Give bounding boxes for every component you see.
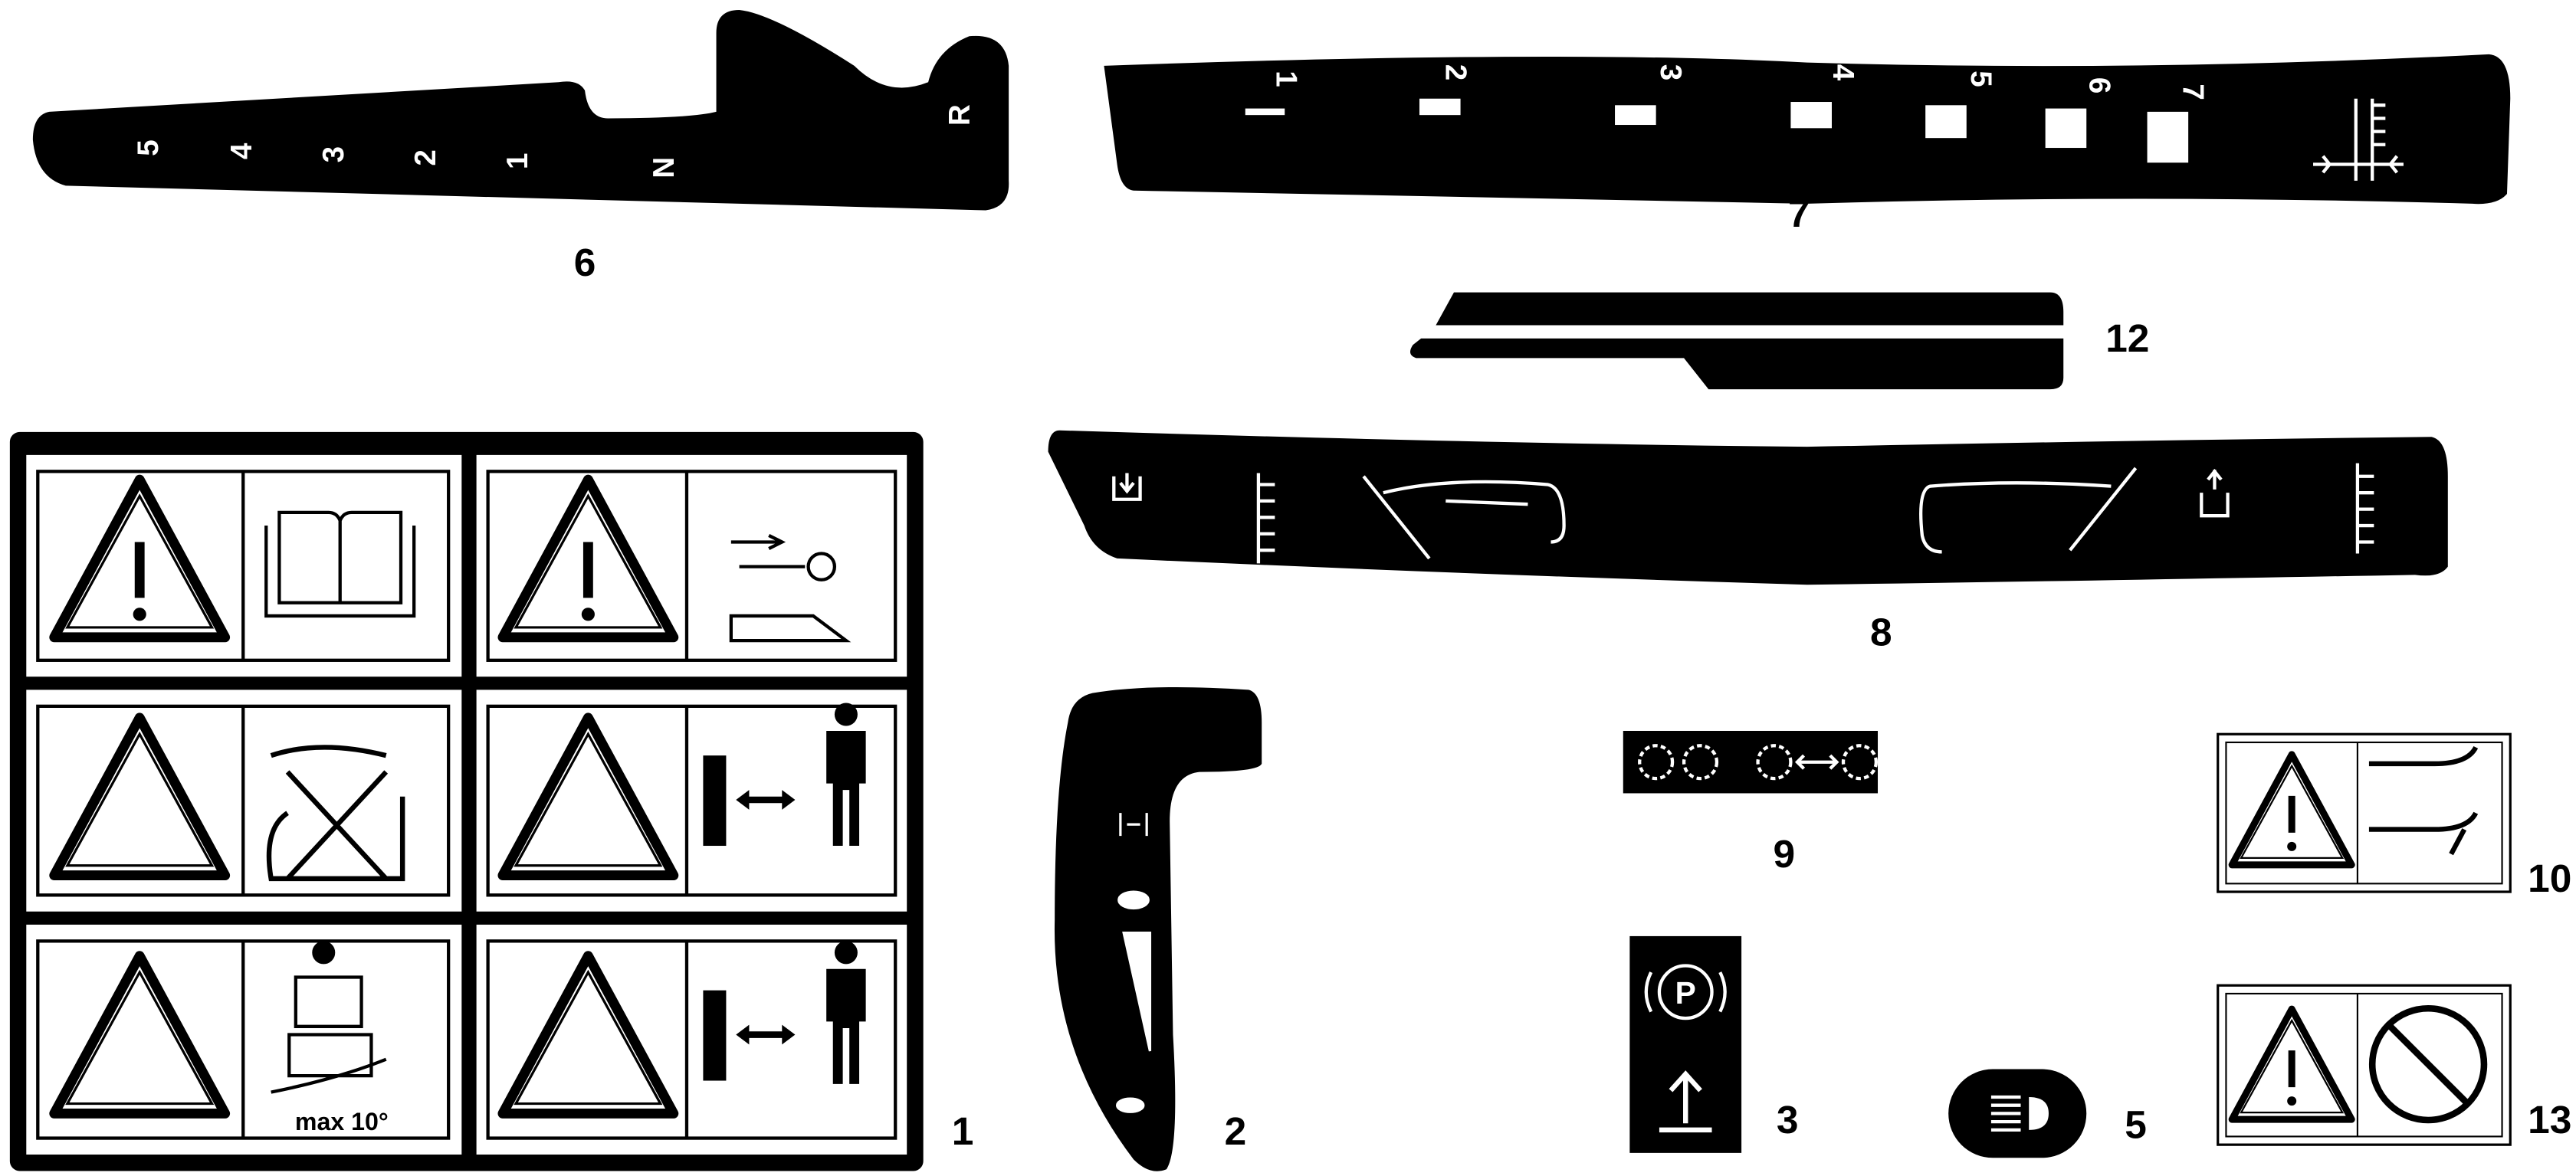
- parking-symbol: P: [1675, 975, 1696, 1011]
- foot-pinch-warning-decal: [2217, 732, 2512, 893]
- gear-label: N: [648, 157, 681, 179]
- choke-icon: [1119, 813, 1148, 837]
- arrow-up-icon: [1659, 1070, 1712, 1133]
- gear-label: R: [943, 104, 976, 126]
- warning-triangle-icon: [2232, 1009, 2351, 1119]
- slope-operator-icon: [271, 941, 387, 1094]
- callout-3: 3: [1777, 1097, 1799, 1142]
- gear-label: 5: [132, 139, 165, 156]
- gear-label: 2: [409, 149, 442, 165]
- pto-gear-decal: [1623, 730, 1879, 794]
- safety-warning-decal: max 10°: [9, 431, 924, 1171]
- speed-wedge: [1122, 932, 1152, 1052]
- height-scale-icon: [1256, 473, 1275, 564]
- cutting-height-icon: [2313, 98, 2404, 181]
- raise-deck-icon: [2200, 468, 2230, 518]
- prohibited-hand-icon: [2368, 1004, 2488, 1124]
- speed-label: 4: [1826, 64, 1859, 81]
- gear-labels: 5 4 3 2 1 N R: [132, 104, 976, 179]
- rabbit-fast-icon: [1117, 890, 1150, 910]
- lever-right-icon: [1919, 467, 2138, 554]
- throttle-decal: [1054, 686, 1262, 1171]
- height-scale-icon-right: [2355, 463, 2374, 554]
- manual-book-icon: [264, 510, 416, 618]
- callout-10: 10: [2528, 856, 2571, 900]
- callout-12: 12: [2105, 316, 2149, 360]
- callout-13: 13: [2528, 1097, 2571, 1142]
- callout-5: 5: [2125, 1102, 2147, 1147]
- callout-2: 2: [1225, 1109, 1247, 1153]
- headlight-decal: [1948, 1069, 2087, 1158]
- speed-label: 3: [1654, 64, 1687, 80]
- speed-range-decal: 1 2 3 4 5 6 7: [1104, 54, 2511, 205]
- remove-key-icon: [729, 533, 852, 643]
- distance-arrow-icon: [736, 1024, 796, 1045]
- foot-pedal-icon: [2368, 745, 2479, 856]
- warning-triangle-icon: [503, 480, 674, 637]
- gear-label: 1: [501, 152, 534, 169]
- turtle-slow-icon: [1115, 1097, 1145, 1113]
- distance-arrow-icon: [736, 790, 796, 810]
- no-riding-icon: [266, 745, 405, 882]
- slope-limit-text: max 10°: [295, 1108, 389, 1135]
- speed-label: 2: [1439, 64, 1472, 80]
- callout-7: 7: [1788, 191, 1810, 235]
- stripe-decal: [1409, 292, 2064, 390]
- deck-lift-decal: [1048, 430, 2448, 585]
- lower-deck-icon: [1112, 473, 1142, 501]
- machine-block-icon: [703, 990, 727, 1081]
- machine-block-icon: [703, 755, 727, 847]
- parking-brake-icon: [1657, 964, 1714, 1020]
- gear-shift-decal: 5 4 3 2 1 N R: [32, 9, 1009, 211]
- gear-label: 3: [317, 146, 350, 162]
- lever-left-icon: [1362, 475, 1566, 560]
- warning-triangle-icon: [54, 480, 225, 637]
- speed-label: 5: [1964, 70, 1997, 87]
- gear-label: 4: [225, 142, 258, 159]
- speed-label: 1: [1269, 70, 1302, 87]
- callout-6: 6: [574, 240, 596, 284]
- warning-triangle-icon: [2232, 755, 2351, 865]
- callout-8: 8: [1870, 610, 1892, 654]
- headlight-icon: [2029, 1096, 2049, 1130]
- callout-1: 1: [952, 1109, 974, 1153]
- parking-brake-decal: P: [1629, 935, 1742, 1153]
- speed-label: 7: [2177, 84, 2210, 100]
- callout-9: 9: [1774, 831, 1796, 876]
- speed-label: 6: [2083, 77, 2116, 93]
- no-hands-warning-decal: [2217, 984, 2512, 1146]
